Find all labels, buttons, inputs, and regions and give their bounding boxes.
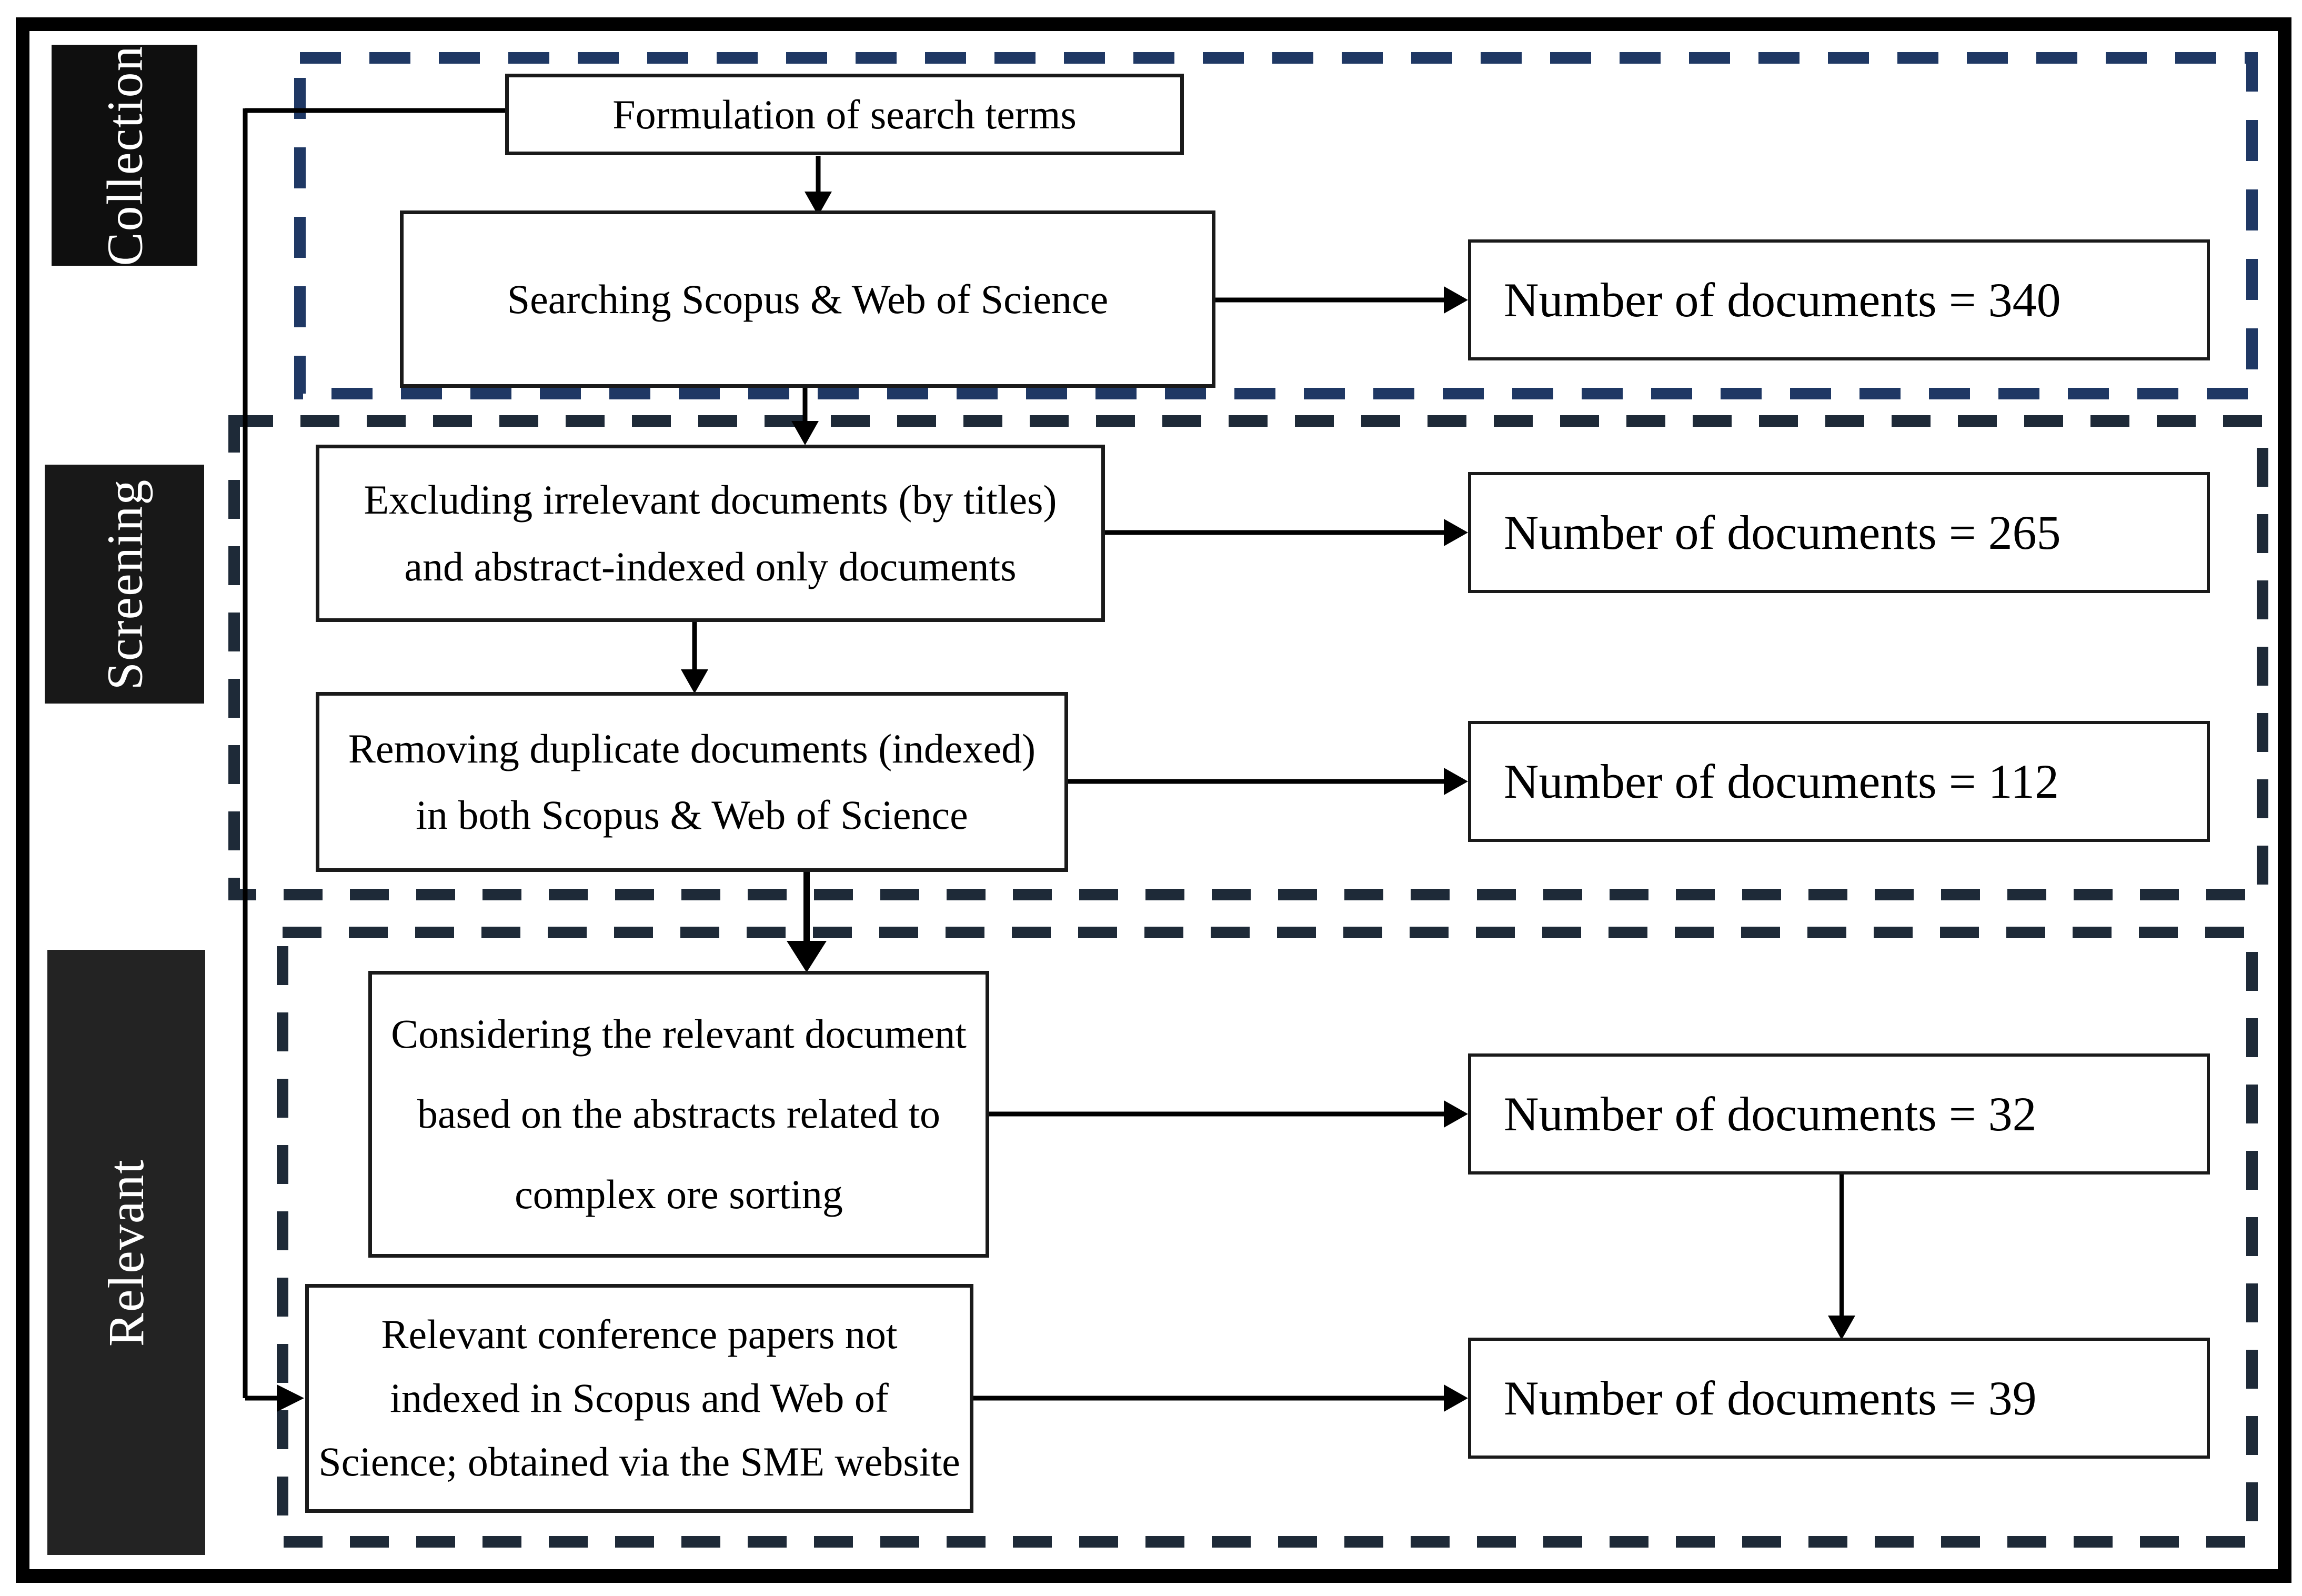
outer-border-frame bbox=[16, 17, 2291, 1583]
count-box-340: Number of documents = 340 bbox=[1468, 239, 2210, 360]
stage-label-relevant-text: Relevant bbox=[98, 1158, 155, 1347]
count-box-32-text: Number of documents = 32 bbox=[1504, 1087, 2037, 1141]
count-box-265: Number of documents = 265 bbox=[1468, 472, 2210, 593]
step-box-considering: Considering the relevant document based … bbox=[368, 971, 989, 1258]
step-box-excluding: Excluding irrelevant documents (by title… bbox=[316, 445, 1105, 622]
step-box-excluding-text: Excluding irrelevant documents (by title… bbox=[364, 477, 1057, 589]
count-box-39: Number of documents = 39 bbox=[1468, 1338, 2210, 1459]
count-box-265-text: Number of documents = 265 bbox=[1504, 506, 2061, 559]
count-box-32: Number of documents = 32 bbox=[1468, 1053, 2210, 1175]
step-box-conference: Relevant conference papers not indexed i… bbox=[305, 1284, 973, 1513]
step-box-formulation-text: Formulation of search terms bbox=[612, 91, 1077, 137]
stage-label-collection: Collection bbox=[52, 45, 197, 266]
step-box-conference-text: Relevant conference papers not indexed i… bbox=[318, 1311, 960, 1484]
count-box-39-text: Number of documents = 39 bbox=[1504, 1371, 2037, 1425]
step-box-searching-text: Searching Scopus & Web of Science bbox=[507, 276, 1109, 322]
count-box-112: Number of documents = 112 bbox=[1468, 721, 2210, 842]
stage-label-screening: Screening bbox=[45, 465, 204, 704]
count-box-340-text: Number of documents = 340 bbox=[1504, 273, 2061, 327]
stage-label-collection-text: Collection bbox=[96, 45, 153, 266]
stage-label-relevant: Relevant bbox=[47, 950, 205, 1555]
stage-label-screening-text: Screening bbox=[96, 478, 153, 690]
count-box-112-text: Number of documents = 112 bbox=[1504, 755, 2059, 808]
step-box-removing-text: Removing duplicate documents (indexed) i… bbox=[348, 725, 1036, 838]
step-box-formulation: Formulation of search terms bbox=[505, 74, 1184, 155]
step-box-searching: Searching Scopus & Web of Science bbox=[400, 210, 1215, 388]
step-box-considering-text: Considering the relevant document based … bbox=[391, 1011, 967, 1217]
step-box-removing: Removing duplicate documents (indexed) i… bbox=[316, 692, 1068, 872]
